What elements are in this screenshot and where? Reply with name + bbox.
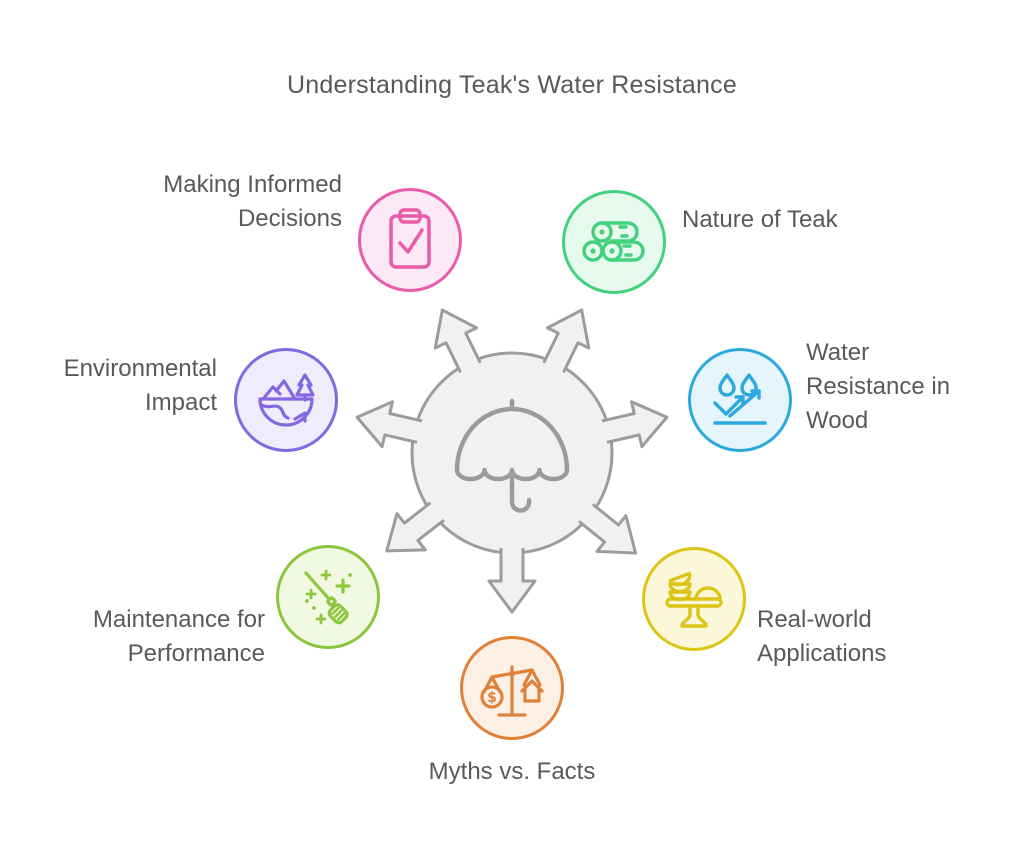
hub-arrow — [385, 501, 445, 553]
node-label-myths-vs-facts: Myths vs. Facts — [428, 758, 596, 785]
water-drops-icon — [713, 373, 767, 425]
node-label-real-world-applications: Real-world Applications — [757, 606, 887, 667]
node-bubble-maintenance — [276, 545, 380, 649]
node-bubble-real-world-applications — [642, 547, 746, 651]
node-label-making-informed-decisions: Making Informed Decisions — [163, 171, 342, 232]
node-bubble-environmental-impact — [234, 348, 338, 452]
svg-text:$: $ — [487, 690, 497, 706]
hub-arrow — [487, 548, 537, 614]
hub-arrow — [601, 400, 669, 449]
globe-landscape-icon — [258, 373, 315, 427]
broom-icon — [304, 569, 352, 625]
node-label-nature-of-teak: Nature of Teak — [682, 206, 838, 233]
node-bubble-myths-vs-facts: $ — [460, 636, 564, 740]
node-bubble-nature-of-teak — [562, 190, 666, 294]
node-bubble-water-resistance — [688, 348, 792, 452]
cake-stand-icon — [665, 571, 723, 628]
node-label-environmental-impact: Environmental Impact — [63, 355, 217, 416]
node-label-water-resistance: Water Resistance in Wood — [806, 339, 951, 434]
hub-arrow — [542, 308, 591, 374]
clipboard-check-icon — [389, 208, 431, 269]
hub-arrow — [355, 400, 423, 449]
wood-logs-icon — [582, 221, 645, 262]
hub-diagram — [355, 308, 669, 614]
hub-arrow — [433, 308, 482, 374]
balance-scale-icon: $ — [480, 665, 544, 717]
umbrella-icon — [454, 398, 570, 513]
hub-arrows — [355, 308, 669, 614]
page-title: Understanding Teak's Water Resistance — [287, 71, 737, 99]
hub-arrow — [577, 503, 638, 555]
node-bubble-making-informed-decisions — [358, 188, 462, 292]
node-label-maintenance: Maintenance for Performance — [92, 606, 265, 667]
